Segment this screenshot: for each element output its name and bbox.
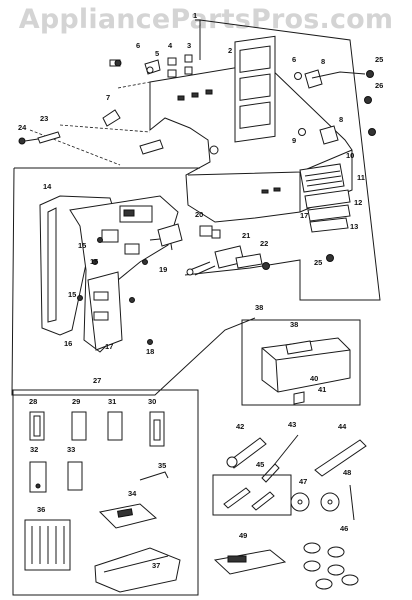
callout-c35: 35 — [158, 461, 166, 470]
callout-c26: 26 — [375, 81, 383, 90]
callout-c4: 4 — [168, 41, 173, 50]
left-small-parts — [18, 109, 164, 155]
callout-c22: 22 — [260, 239, 268, 248]
callout-c36: 36 — [37, 505, 45, 514]
callout-c30: 30 — [148, 397, 156, 406]
center-small-parts — [186, 225, 334, 276]
callout-c43: 43 — [288, 420, 296, 429]
accessory-box-section — [241, 319, 361, 406]
callout-c25a: 25 — [375, 55, 383, 64]
callout-c9: 9 — [292, 136, 296, 145]
frame-assembly — [39, 195, 183, 353]
callout-c47: 47 — [299, 477, 307, 486]
callout-c28: 28 — [29, 397, 37, 406]
callout-c24: 24 — [18, 123, 27, 132]
callout-c37: 37 — [152, 561, 160, 570]
top-small-parts — [109, 54, 193, 78]
callout-c15b: 15 — [90, 257, 98, 266]
callout-c17a: 17 — [300, 211, 308, 220]
callout-c31: 31 — [108, 397, 116, 406]
callout-c38b: 38 — [290, 320, 298, 329]
callout-c44: 44 — [338, 422, 347, 431]
callout-c20: 20 — [195, 210, 203, 219]
panel-plates — [299, 163, 351, 233]
callout-c49: 49 — [239, 531, 247, 540]
callout-c3: 3 — [187, 41, 191, 50]
watermark: AppliancePartsPros.com — [18, 4, 394, 35]
callout-c6a: 6 — [136, 41, 140, 50]
callout-c12: 12 — [354, 198, 362, 207]
callout-c25b: 25 — [314, 258, 322, 267]
callout-c32: 32 — [30, 445, 38, 454]
callout-c14: 14 — [43, 182, 52, 191]
housing-cover — [149, 35, 353, 223]
callout-c45: 45 — [256, 460, 264, 469]
callout-c38a: 38 — [255, 303, 263, 312]
callout-c17b: 17 — [105, 342, 113, 351]
callout-c33: 33 — [67, 445, 75, 454]
callout-c23: 23 — [40, 114, 48, 123]
callout-c16: 16 — [64, 339, 72, 348]
callout-c5: 5 — [155, 49, 159, 58]
callout-c46: 46 — [340, 524, 348, 533]
callout-c41: 41 — [318, 385, 326, 394]
callout-c6b: 6 — [292, 55, 296, 64]
callout-c40: 40 — [310, 374, 318, 383]
right-small-parts — [294, 69, 376, 145]
callout-c8b: 8 — [339, 115, 343, 124]
callout-c48: 48 — [343, 468, 351, 477]
callout-c15c: 15 — [68, 290, 76, 299]
presser-feet-section — [12, 389, 199, 596]
callout-c18: 18 — [146, 347, 154, 356]
callout-c1: 1 — [193, 11, 197, 20]
callout-c8a: 8 — [321, 57, 325, 66]
callout-c27: 27 — [93, 376, 101, 385]
callout-c19: 19 — [159, 265, 167, 274]
callout-c10: 10 — [346, 151, 354, 160]
callout-c29: 29 — [72, 397, 80, 406]
callout-c7: 7 — [106, 93, 110, 102]
callout-c42: 42 — [236, 422, 244, 431]
assembly-outline — [11, 19, 381, 396]
callout-c13: 13 — [350, 222, 358, 231]
tools-section — [212, 434, 367, 590]
callout-c2: 2 — [228, 46, 232, 55]
callout-labels: 1234566788910111213141515151617171819202… — [18, 11, 383, 570]
callout-c21: 21 — [242, 231, 250, 240]
callout-c34: 34 — [128, 489, 137, 498]
callout-c11: 11 — [357, 173, 365, 182]
callout-c15a: 15 — [78, 241, 86, 250]
